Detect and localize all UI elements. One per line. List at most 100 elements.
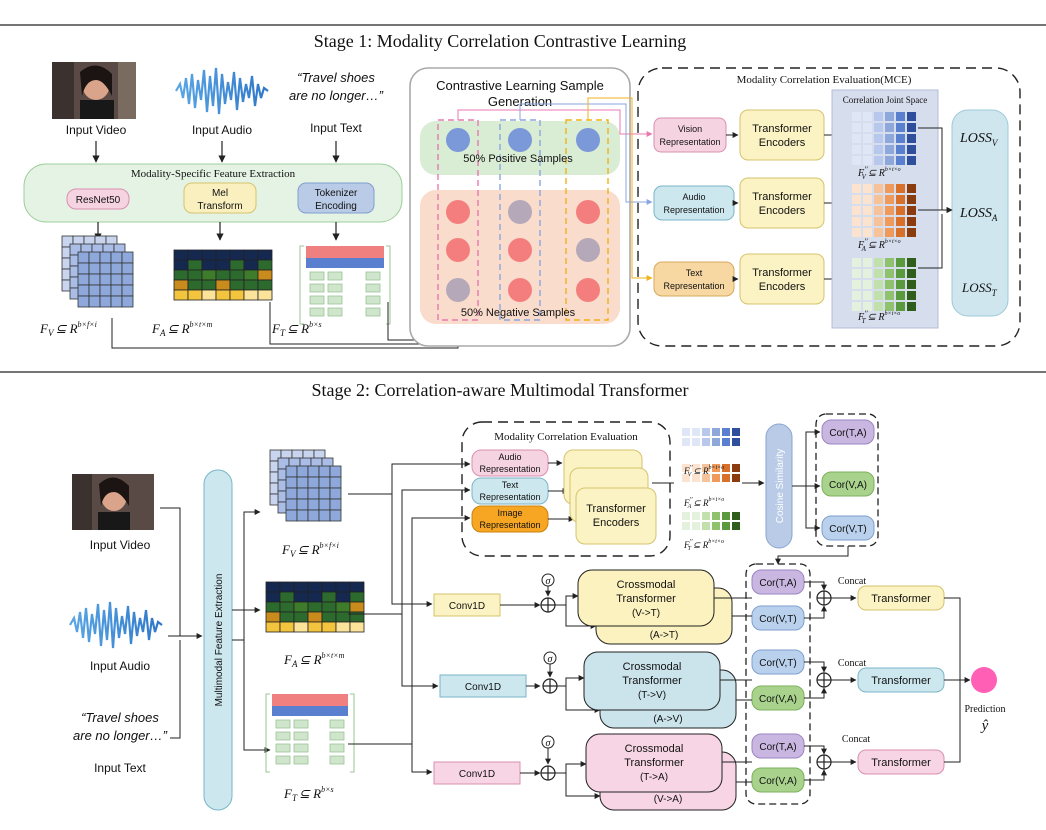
w-cor-va-1-label: Cor(V,A) — [759, 694, 797, 705]
cube-cell — [285, 476, 298, 489]
joint-cell — [682, 438, 690, 446]
s2-ft-label: FT⊆ Rb×s — [283, 785, 334, 803]
cube-cell — [99, 295, 112, 308]
tokenizer-label-line2: Encoding — [315, 201, 357, 212]
sigma-3: σ — [546, 738, 552, 749]
joint-cell — [722, 522, 730, 530]
joint-cell — [722, 428, 730, 436]
mel-cell — [201, 269, 217, 281]
cor-vt-top — [821, 515, 875, 541]
cube-cell — [296, 476, 309, 489]
joint-cell — [874, 123, 883, 132]
audio-mel-grid — [173, 249, 273, 301]
token-bar-red — [306, 246, 384, 258]
cube-cell — [110, 262, 123, 275]
stage2-input-audio-waveform — [69, 601, 163, 649]
sample-circles — [446, 128, 600, 302]
conv1d-2-label: Conv1D — [465, 682, 501, 693]
joint-cell — [702, 438, 710, 446]
joint-cell — [863, 156, 872, 165]
joint-cell — [885, 302, 894, 311]
token-cell — [293, 719, 309, 729]
resnet50-label: ResNet50 — [76, 195, 121, 206]
cor-va-top-label: Cor(V,A) — [829, 480, 867, 491]
s2-fa2-label: F′′A⊆ Rb×t×o — [683, 496, 724, 510]
transformer-final-1-label: Transformer — [871, 593, 931, 605]
joint-cell — [885, 206, 894, 215]
joint-cell — [885, 217, 894, 226]
y-hat: ŷ — [980, 718, 989, 734]
cube-cell — [307, 487, 320, 500]
mel-cell — [243, 249, 259, 261]
joint-cell — [722, 464, 730, 472]
joint-cell — [885, 280, 894, 289]
joint-cell — [907, 145, 916, 154]
cube-cell — [110, 284, 123, 297]
joint-cell — [852, 228, 861, 237]
loss-a: LOSSA — [959, 206, 998, 223]
mel-cell — [307, 621, 323, 633]
mel-cell — [229, 259, 245, 271]
loss-v: LOSSV — [959, 131, 999, 148]
joint-cell — [907, 258, 916, 267]
mel-cell — [201, 279, 217, 291]
mel-cell — [187, 269, 203, 281]
mel-cell — [279, 601, 295, 613]
stage2-mce-panel — [461, 421, 671, 557]
joint-cell — [702, 464, 710, 472]
mel-cell — [349, 621, 365, 633]
sample-circle — [508, 238, 532, 262]
cube-cell — [285, 465, 298, 478]
mel-cell — [265, 621, 281, 633]
vision-feature-cube — [61, 235, 134, 308]
joint-cell — [863, 258, 872, 267]
token-cell — [309, 271, 325, 281]
cube-cell — [329, 487, 342, 500]
mel-cell — [215, 249, 231, 261]
joint-cell — [692, 428, 700, 436]
s2-ft2-label: F′′T⊆ Rb×t×o — [683, 538, 724, 552]
mel-cell — [257, 249, 273, 261]
joint-cell — [732, 428, 740, 436]
joint-cell — [874, 184, 883, 193]
stage2-vision-feature-cube — [269, 449, 342, 522]
joint-cell — [852, 156, 861, 165]
joint-cell — [722, 474, 730, 482]
mel-cell — [321, 581, 337, 593]
joint-cell — [896, 184, 905, 193]
joint-cell — [852, 291, 861, 300]
mel-cell — [307, 611, 323, 623]
joint-cell — [874, 206, 883, 215]
mel-cell — [229, 279, 245, 291]
joint-cell — [907, 291, 916, 300]
sample-circle — [508, 278, 532, 302]
mel-cell — [187, 289, 203, 301]
cube-cell — [77, 284, 90, 297]
negative-samples-label: 50% Negative Samples — [461, 307, 576, 319]
concat-label-2: Concat — [838, 658, 867, 669]
sample-circle — [576, 128, 600, 152]
joint-cell — [852, 184, 861, 193]
concat-node-2 — [804, 661, 857, 699]
mel-cell — [279, 591, 295, 603]
fa2-label: F′′A⊆ Rb×t×o — [857, 237, 901, 253]
stage2-audio-mel-grid — [265, 581, 365, 633]
conv1d-3-label: Conv1D — [459, 769, 495, 780]
joint-cell — [712, 522, 720, 530]
mel-cell — [307, 601, 323, 613]
joint-cell — [896, 134, 905, 143]
joint-cell — [863, 217, 872, 226]
cube-cell — [307, 465, 320, 478]
joint-cell — [712, 474, 720, 482]
mel-cell — [321, 611, 337, 623]
s2-fv-label: FV⊆ Rb×f×i — [281, 541, 339, 559]
joint-cell — [896, 112, 905, 121]
joint-cell — [702, 474, 710, 482]
joint-cell — [682, 464, 690, 472]
mel-cell — [265, 611, 281, 623]
fv-label: FV⊆ Rb×f×i — [39, 320, 97, 338]
stage1-quote-line2: are no longer…” — [289, 88, 384, 103]
s2-te-line1: Transformer — [586, 503, 646, 515]
te1-line1: Transformer — [752, 123, 812, 135]
joint-cell — [682, 428, 690, 436]
